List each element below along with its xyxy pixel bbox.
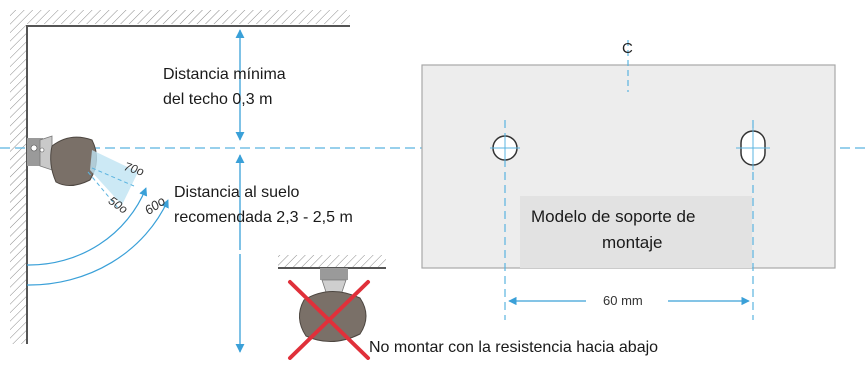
ceiling-distance-label-line2: del techo 0,3 m bbox=[163, 91, 273, 108]
ceiling-distance-label-line1: Distancia mínima bbox=[163, 66, 286, 83]
center-mark-label: C bbox=[622, 40, 633, 57]
angle-arcs bbox=[26, 167, 169, 286]
wall-ceiling-corner bbox=[10, 10, 350, 344]
mounting-hole-left bbox=[490, 133, 520, 163]
mounting-hole-right bbox=[736, 126, 770, 170]
wall-heater bbox=[27, 135, 138, 205]
template-label-line2: montaje bbox=[602, 233, 663, 252]
wrong-orientation-illustration bbox=[278, 255, 386, 342]
mounting-template bbox=[421, 40, 836, 320]
warning-label: No montar con la resistencia hacia abajo bbox=[369, 339, 659, 356]
floor-distance-arrow bbox=[228, 154, 252, 353]
floor-distance-label-line2: recomendada 2,3 - 2,5 m bbox=[174, 209, 353, 226]
floor-distance-label-line1: Distancia al suelo bbox=[174, 184, 300, 201]
warning-cross bbox=[288, 280, 370, 360]
hole-spacing-label: 60 mm bbox=[603, 293, 643, 308]
template-label-line1: Modelo de soporte de bbox=[531, 207, 696, 226]
